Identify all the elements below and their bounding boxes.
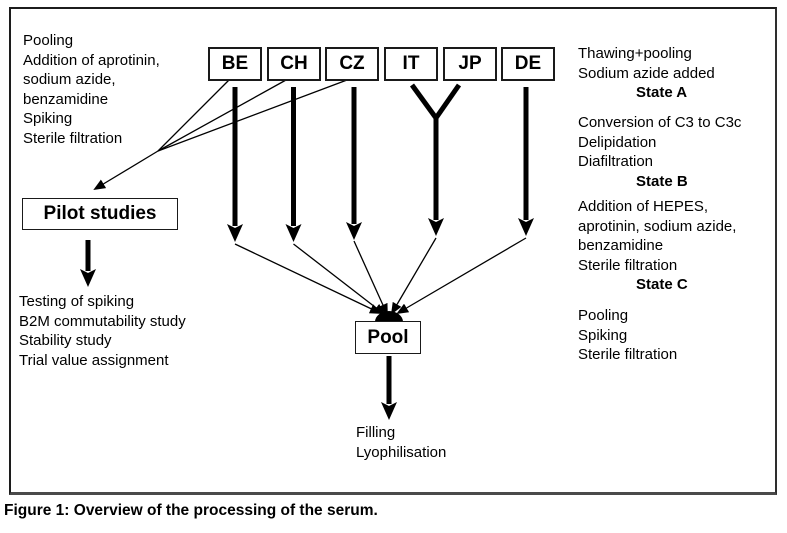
note-line: Pooling: [23, 32, 74, 49]
country-box-it: IT: [384, 47, 438, 81]
state-b-label: State B: [636, 172, 688, 190]
country-box-cz: CZ: [325, 47, 379, 81]
note-line: Testing of spiking: [19, 293, 135, 310]
pool-box: Pool: [355, 321, 421, 354]
note-line: Conversion of C3 to C3c: [578, 114, 742, 131]
note-state-a: Thawing+pooling Sodium azide added State…: [578, 44, 715, 103]
note-state-c: Addition of HEPES, aprotinin, sodium azi…: [578, 197, 736, 295]
figure-caption: Figure 1: Overview of the processing of …: [4, 502, 378, 519]
note-line: Thawing+pooling: [578, 45, 692, 62]
note-line: Delipidation: [578, 133, 657, 151]
note-line: benzamidine: [578, 237, 664, 254]
country-label: DE: [514, 53, 542, 74]
country-box-de: DE: [501, 47, 555, 81]
pilot-studies-label: Pilot studies: [43, 203, 157, 224]
country-label: JP: [458, 53, 482, 74]
note-line: Stability study: [19, 332, 112, 349]
country-box-be: BE: [208, 47, 262, 81]
note-line: Trial value assignment: [19, 351, 169, 369]
note-line: Sodium azide added: [578, 64, 715, 82]
country-label: BE: [221, 53, 249, 74]
state-a-label: State A: [636, 84, 688, 101]
note-line: Spiking: [23, 110, 73, 127]
note-line: Diafiltration: [578, 153, 654, 170]
note-pre-shipment: Pooling Addition of aprotinin, sodium az…: [23, 31, 160, 148]
note-line: Sterile filtration: [578, 256, 678, 274]
note-line: Sterile filtration: [23, 129, 123, 147]
note-line: benzamidine: [23, 90, 109, 108]
note-line: Filling: [356, 424, 396, 441]
note-line: B2M commutability study: [19, 312, 186, 330]
state-c-label: State C: [636, 276, 688, 293]
note-line: aprotinin, sodium azide,: [578, 217, 737, 235]
pool-label: Pool: [367, 326, 409, 348]
note-line: sodium azide,: [23, 71, 116, 88]
note-after-pool: Filling Lyophilisation: [356, 423, 446, 462]
country-label: CH: [280, 53, 308, 74]
note-line: Addition of HEPES,: [578, 198, 709, 215]
note-state-b: Conversion of C3 to C3c Delipidation Dia…: [578, 113, 741, 191]
note-line: Pooling: [578, 307, 629, 324]
country-box-jp: JP: [443, 47, 497, 81]
note-final-pool: Pooling Spiking Sterile filtration: [578, 306, 677, 365]
note-line: Addition of aprotinin,: [23, 51, 160, 69]
pilot-studies-box: Pilot studies: [22, 198, 178, 230]
note-line: Sterile filtration: [578, 346, 678, 363]
note-pilot-outputs: Testing of spiking B2M commutability stu…: [19, 292, 186, 370]
country-label: CZ: [339, 53, 365, 74]
country-box-ch: CH: [267, 47, 321, 81]
note-line: Spiking: [578, 326, 628, 344]
note-line: Lyophilisation: [356, 443, 447, 461]
country-label: IT: [402, 53, 420, 74]
